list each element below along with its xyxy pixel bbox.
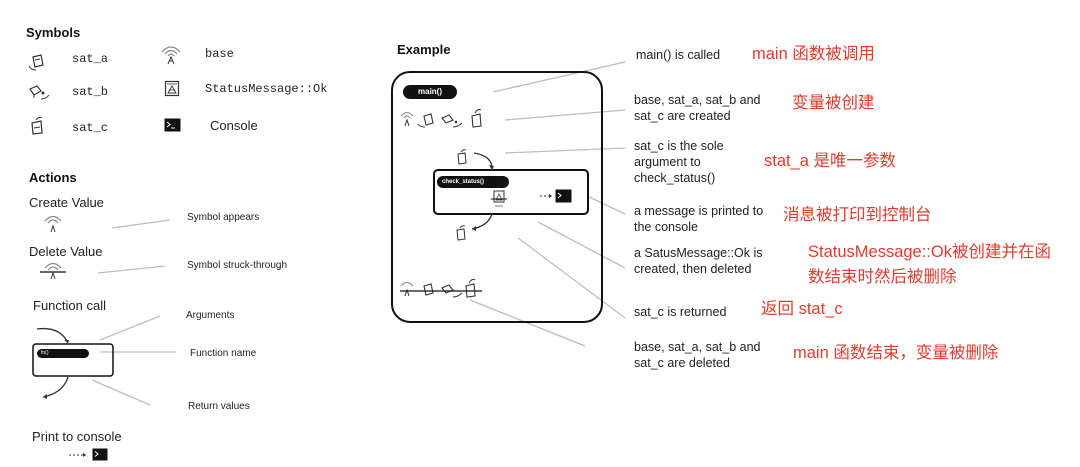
main-frame [391,71,603,323]
satellite-icon [456,225,466,241]
cn-note-vars-created: 变量被创建 [792,94,875,112]
function-call-label: Function call [33,298,106,313]
console-icon [92,448,108,461]
cn-note-main-called: main 函数被调用 [752,45,875,63]
console-icon [164,118,181,132]
symbol-struck-label: Symbol struck-through [187,260,288,271]
cn-note-message-printed: 消息被打印到控制台 [783,206,932,224]
deleted-symbols-icon [400,278,482,298]
antenna-icon [44,215,62,233]
function-name-label: Function name [190,348,257,359]
main-pill: main() [403,85,457,99]
create-value-label: Create Value [29,195,104,210]
cn-note-sat-c-returned: 返回 stat_c [761,300,843,318]
antenna-struck-icon [40,262,66,280]
function-name-pill: fn() [37,349,89,358]
cn-note-vars-deleted: main 函数结束，变量被删除 [793,344,999,362]
antenna-icon [161,46,181,65]
note-vars-deleted: base, sat_a, sat_b and sat_c are deleted [634,340,761,370]
status-message-icon [164,80,180,97]
symbol-appears-label: Symbol appears [187,212,260,223]
symbols-heading: Symbols [26,25,81,40]
note-status-created: a SatusMessage::Ok is created, then dele… [634,246,763,276]
satellite-icon [31,116,43,135]
function-call-frame [32,343,114,377]
status-message-struck-icon [491,190,507,207]
note-main-called: main() is called [636,48,721,62]
console-icon [555,189,572,203]
created-symbols-icon [400,108,482,128]
cn-note-status-created: StatusMessage::Ok被创建并在函数结束时然后被删除 [808,243,1051,286]
symbol-base: base [205,47,234,61]
check-status-frame [433,169,589,215]
actions-heading: Actions [29,170,77,185]
satellite-icon [457,149,467,165]
example-heading: Example [397,42,451,57]
delete-value-label: Delete Value [29,244,103,259]
print-to-console-label: Print to console [32,429,122,444]
note-sole-argument: sat_c is the sole argument to check_stat… [634,139,724,185]
return-values-label: Return values [188,401,250,412]
symbol-console: Console [210,118,258,133]
symbol-sat-a: sat_a [72,52,109,66]
note-vars-created: base, sat_a, sat_b and sat_c are created [634,93,761,123]
note-message-printed: a message is printed to the console [634,204,764,234]
satellite-icon [29,85,50,100]
cn-note-sole-argument: stat_a 是唯一参数 [764,152,897,170]
note-sat-c-returned: sat_c is returned [634,305,727,319]
symbol-sat-b: sat_b [72,85,109,99]
arguments-label: Arguments [186,310,235,321]
check-status-pill: check_status() [437,176,509,188]
symbol-sat-c: sat_c [72,121,109,135]
satellite-icon [28,54,44,71]
symbol-status-message: StatusMessage::Ok [205,82,328,96]
